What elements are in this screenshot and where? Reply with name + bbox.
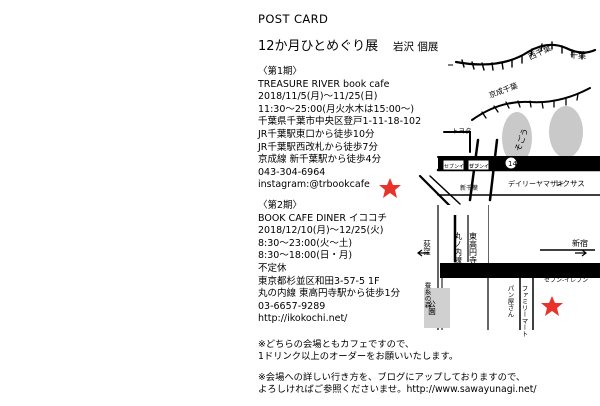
map1	[418, 41, 600, 210]
venue2-phone: 03-6657-9289	[258, 300, 326, 312]
exhibition-title: 12か月ひとめぐり展	[258, 39, 379, 54]
venue1-name: TREASURE RIVER book cafe	[258, 78, 390, 90]
map2-label-park: 公園	[427, 300, 436, 316]
map1-cemetery-a	[502, 112, 532, 164]
map1-jr-ticks	[461, 41, 583, 71]
map1-cemetery-b	[549, 106, 583, 158]
map2-label-route: 蚕糸の森	[423, 282, 431, 310]
venue1-block: 〈第1期〉 TREASURE RIVER book cafe 2018/11/5…	[258, 66, 421, 192]
venue1-access-keisei: 京成線 新千葉駅から徒歩4分	[258, 154, 382, 166]
venue2-closed: 不定休	[258, 262, 287, 274]
map2-label-shoes: セブン-イレブン	[544, 276, 588, 284]
map1-road-b	[488, 138, 499, 202]
postcard-heading: POST CARD	[258, 12, 329, 26]
map1-label-deli: デイリーヤマザキ	[508, 179, 564, 188]
map1-label-toyota: トヨタ	[452, 126, 472, 135]
venue1-access-west: JR千葉駅西改札から徒歩7分	[258, 141, 378, 153]
map2-label-ogikubo: 荻窪	[422, 239, 431, 256]
map1-route-number: 14	[508, 160, 517, 168]
venue1-phone: 043-304-6964	[258, 166, 326, 178]
map1-label-store-a: セブンイレブン	[444, 163, 479, 170]
note-blog: ※会場への詳しい行き方を、ブログにアップしておりますので、	[258, 371, 526, 383]
map2-label-bakery: パン屋さん	[506, 285, 514, 318]
map1-jr-line	[454, 43, 597, 66]
venue1-access-east: JR千葉駅東口から徒歩10分	[258, 128, 375, 140]
venue2-block: 〈第2期〉 BOOK CAFE DINER イココチ 2018/12/10(月)…	[258, 200, 400, 326]
venue2-section-label: 〈第2期〉	[258, 200, 303, 211]
venue1-section-label: 〈第1期〉	[258, 66, 303, 77]
map1-label-chiba: 千葉	[570, 50, 586, 60]
map1-label-street: 千葉街道	[523, 158, 563, 171]
note-blog-cont: よろしければご参照くださいませ。http://www.sawayunagi.ne…	[258, 384, 537, 396]
venue2-hours-weekday: 8:30～23:00(火～土)	[258, 237, 353, 249]
map2-label-line: 丸ノ内線	[454, 231, 463, 264]
notes-block: ※どちらの会場ともカフェですので、 1ドリンク以上のオーダーをお願いいたします。…	[258, 339, 537, 397]
venue1-hours: 11:30～25:00(月火水木は15:00～)	[258, 103, 415, 115]
venue2-hours-weekend: 8:30～18:00(日・月)	[258, 250, 353, 262]
map1-label-keisei: 京成千葉	[487, 80, 519, 100]
map2-venue-star	[541, 296, 563, 316]
map2-label-station: 東高円寺	[469, 231, 478, 264]
venue2-address: 東京都杉並区和田3-57-5 1F	[258, 275, 380, 287]
venue1-address: 千葉県千葉市中央区登戸1-11-18-102	[258, 116, 422, 128]
venue2-url: http://ikokochi.net/	[258, 313, 348, 325]
map2-street-band	[440, 263, 600, 278]
map1-label-store-b: セブンイレブン	[469, 163, 504, 170]
venue2-name: BOOK CAFE DINER イココチ	[258, 212, 388, 224]
venue1-dates: 2018/11/5(月)～11/25(日)	[258, 91, 378, 103]
venue1-instagram: instagram:@trbookcafe	[258, 179, 370, 191]
map2-label-mart: ファミリーマート	[520, 285, 528, 338]
note-drink-cont: 1ドリンク以上のオーダーをお願いいたします。	[258, 351, 459, 363]
map2-label-shinjuku: 新宿	[572, 238, 588, 248]
map1-label-station: 新千葉	[460, 184, 478, 192]
map1-label-shop: レクサス	[555, 179, 585, 188]
map2-park	[424, 288, 450, 328]
map2	[417, 205, 600, 330]
note-drink: ※どちらの会場ともカフェですので、	[258, 339, 415, 350]
map2-label-street: 青梅街道	[508, 266, 543, 277]
map1-venue-star	[379, 178, 401, 198]
venue2-access: 丸の内線 東高円寺駅から徒歩1分	[258, 288, 401, 300]
venue2-dates: 2018/12/10(月)～12/25(火)	[258, 225, 384, 237]
map1-label-west: 西千葉	[527, 43, 553, 62]
artist-name: 岩沢 個展	[393, 41, 439, 53]
